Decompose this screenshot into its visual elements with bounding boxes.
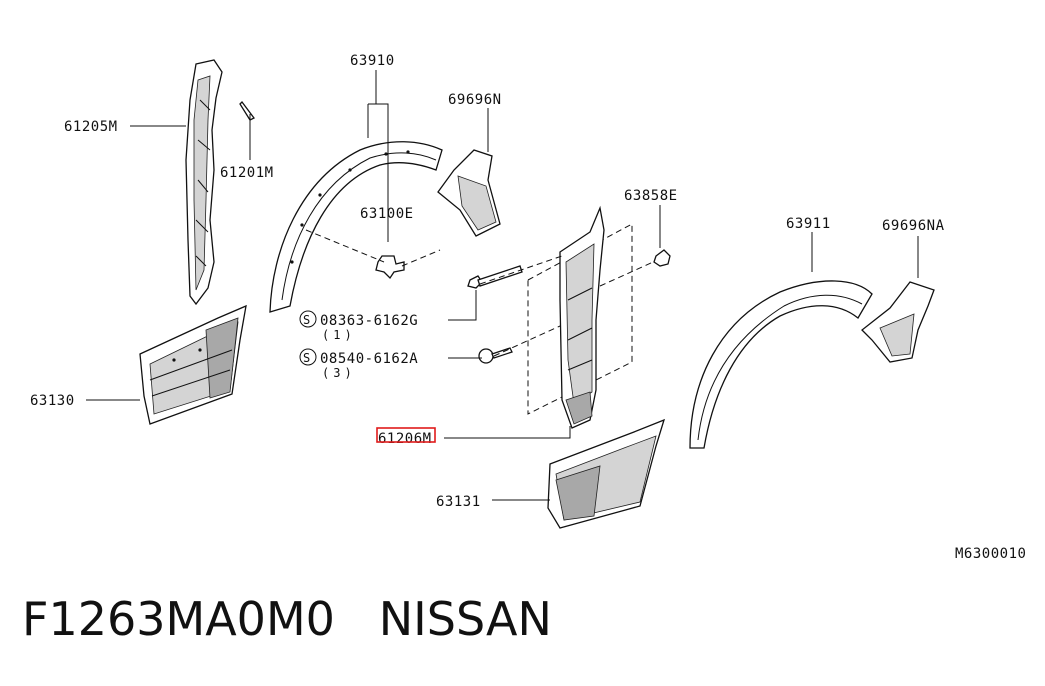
label-63100e: 63100E — [360, 206, 414, 222]
s-circle-2 — [299, 348, 317, 366]
bracket-61205m — [185, 59, 223, 306]
label-61201m: 61201M — [220, 165, 274, 181]
door-panel-63130 — [139, 304, 247, 425]
pin-61201m — [239, 101, 255, 121]
door-panel-63131 — [547, 418, 666, 529]
fender-flare-63910 — [269, 141, 443, 313]
s-circle-1 — [299, 310, 317, 328]
nut-63858e — [653, 249, 671, 267]
label-63130: 63130 — [30, 393, 75, 409]
clip-63100e — [375, 255, 405, 280]
label-61206m: 61206M — [378, 431, 432, 447]
label-s-2: S — [303, 351, 311, 365]
pillar-61206m — [527, 205, 633, 429]
label-61205m: 61205M — [64, 119, 118, 135]
splash-guard-69696n — [437, 149, 501, 237]
label-63858e: 63858E — [624, 188, 678, 204]
label-qty-3: (3) — [322, 366, 356, 380]
part-labels: 63910 69696N 61205M 61201M 63858E 63100E… — [30, 53, 1026, 562]
splash-guard-69696na — [861, 281, 935, 363]
reference-code: M6300010 — [955, 546, 1026, 562]
highlight-box-61206m — [376, 427, 436, 443]
bolt-08363 — [467, 265, 523, 289]
label-63911: 63911 — [786, 216, 831, 232]
label-08363: 08363-6162G — [320, 313, 418, 329]
part-number-caption: F1263MA0M0 NISSAN — [22, 592, 552, 646]
label-63910: 63910 — [350, 53, 395, 69]
label-qty-1: (1) — [322, 328, 356, 342]
label-63131: 63131 — [436, 494, 481, 510]
leader-lines — [86, 70, 919, 501]
label-s-1: S — [303, 313, 311, 327]
fender-flare-63911 — [689, 280, 873, 449]
label-69696n: 69696N — [448, 92, 502, 108]
label-69696na: 69696NA — [882, 218, 945, 234]
label-08540: 08540-6162A — [320, 351, 418, 367]
